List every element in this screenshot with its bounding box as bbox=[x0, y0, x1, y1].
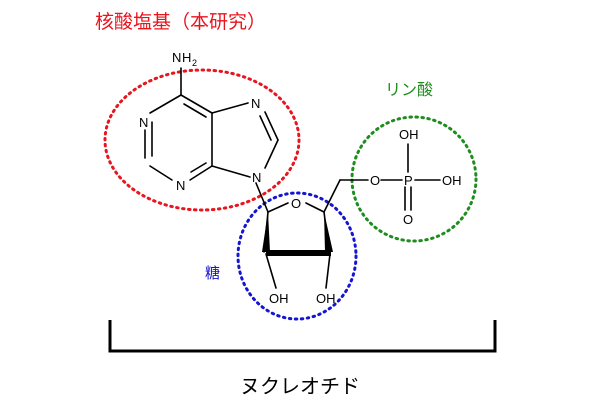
p-oh-top-atom: OH bbox=[399, 127, 419, 142]
n3-atom: N bbox=[176, 178, 185, 193]
ribose-structure bbox=[255, 179, 369, 289]
oh-right-atom: OH bbox=[316, 291, 336, 306]
n9-atom: N bbox=[252, 170, 261, 185]
phosphate-label: リン酸 bbox=[385, 80, 433, 99]
amino-h-atom: H bbox=[182, 50, 191, 65]
nucleobase-circle bbox=[103, 68, 301, 212]
phosphate-circle bbox=[350, 115, 478, 243]
amino-subscript: 2 bbox=[192, 58, 197, 68]
nucleotide-bracket bbox=[108, 320, 497, 353]
n7-atom: N bbox=[251, 96, 260, 111]
ring-o-atom: O bbox=[291, 196, 301, 211]
amino-n-atom: N bbox=[172, 50, 181, 65]
phosphate-structure bbox=[380, 143, 441, 211]
oh-left-atom: OH bbox=[269, 291, 289, 306]
n1-atom: N bbox=[139, 115, 148, 130]
link-o-atom: O bbox=[370, 173, 380, 188]
adenine-structure bbox=[144, 67, 279, 181]
p-atom: P bbox=[404, 173, 413, 188]
sugar-circle bbox=[236, 191, 358, 321]
nucleobase-label: 核酸塩基（本研究） bbox=[95, 11, 266, 33]
p-o-bottom-atom: O bbox=[403, 212, 413, 227]
p-oh-right-atom: OH bbox=[442, 173, 462, 188]
nucleotide-label: ヌクレオチド bbox=[240, 374, 360, 398]
sugar-label: 糖 bbox=[205, 264, 220, 282]
